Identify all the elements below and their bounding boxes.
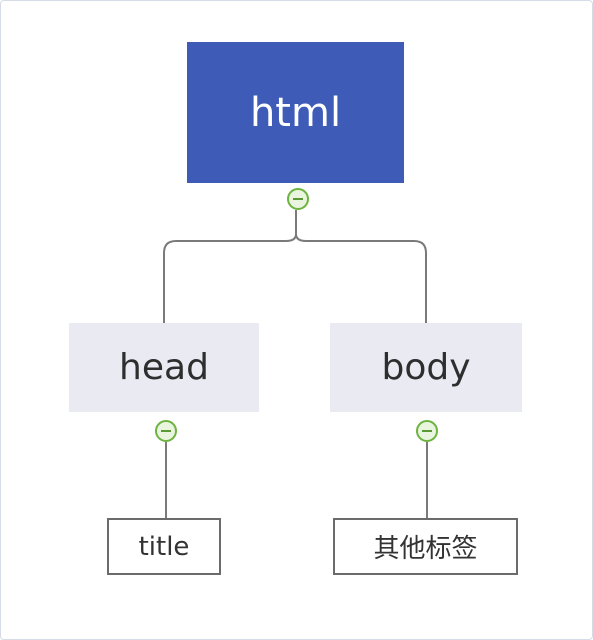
node-html-label: html [249, 89, 342, 136]
node-body-label: body [381, 347, 471, 388]
node-other-tags[interactable]: 其他标签 [333, 518, 518, 575]
node-title[interactable]: title [107, 518, 221, 575]
connector-root-head [163, 233, 297, 323]
collapse-html-icon[interactable] [287, 188, 309, 210]
node-title-label: title [138, 531, 190, 562]
node-html[interactable]: html [187, 42, 404, 183]
node-other-tags-label: 其他标签 [373, 534, 478, 564]
node-head-label: head [119, 347, 209, 388]
node-head[interactable]: head [69, 323, 259, 412]
collapse-body-icon[interactable] [416, 420, 438, 442]
connector-root-body [295, 233, 427, 323]
node-body[interactable]: body [330, 323, 522, 412]
collapse-head-icon[interactable] [155, 420, 177, 442]
